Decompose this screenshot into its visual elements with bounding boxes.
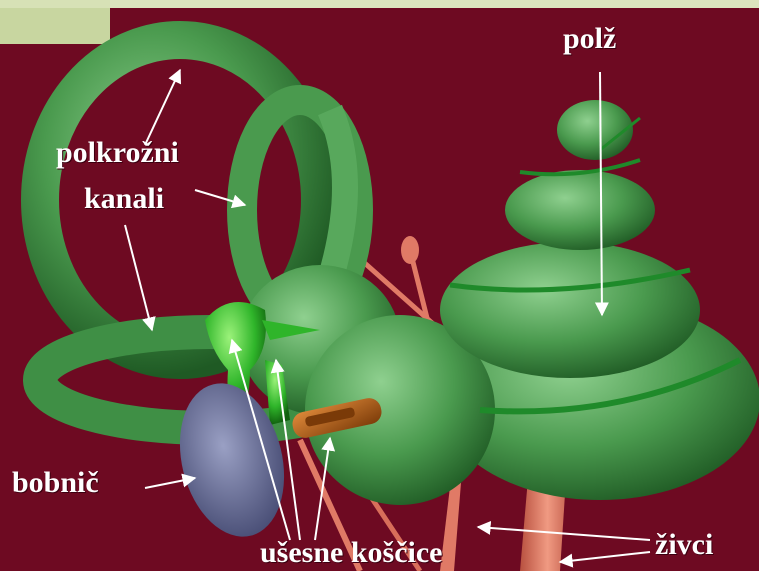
label-usesne-koscice: ušesne koščice [260,538,443,568]
label-kanali: kanali [84,184,164,214]
label-polkrozni: polkrožni [56,138,179,168]
label-polz: polž [563,24,616,54]
label-zivci: živci [655,530,713,560]
label-bobnic: bobnič [12,468,99,498]
